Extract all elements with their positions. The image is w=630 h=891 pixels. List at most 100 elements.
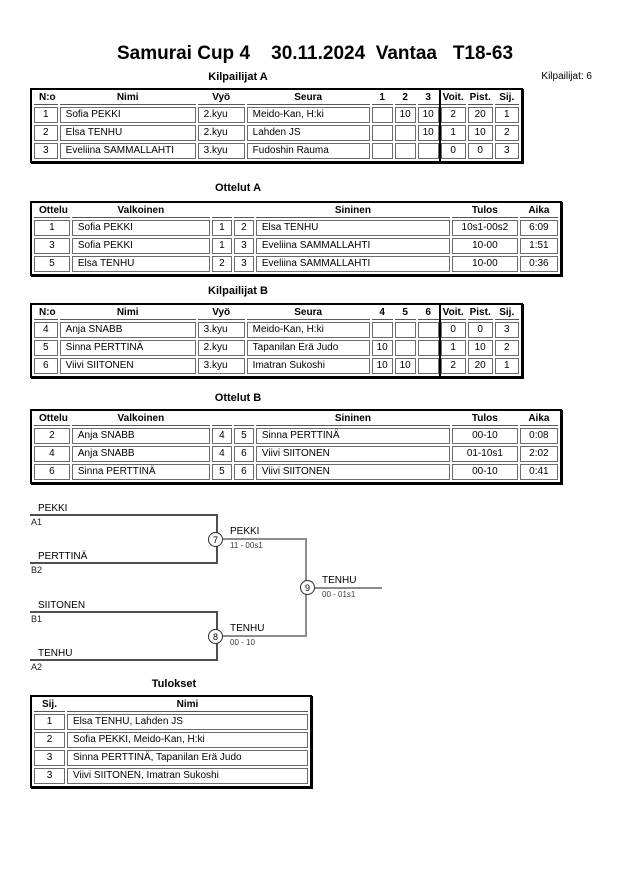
blue-name-cell: Elsa TENHU bbox=[255, 220, 450, 236]
table-row: 1 Sofia PEKKI 1 2 Elsa TENHU 10s1-00s2 6… bbox=[34, 220, 558, 236]
column-header: 2 bbox=[394, 92, 416, 105]
column-header: Voit. bbox=[440, 92, 466, 105]
column-header: Aika bbox=[519, 413, 558, 426]
match-score: 00 - 10 bbox=[230, 638, 255, 647]
blue-number-cell: 6 bbox=[233, 464, 254, 480]
placement-cell: 2 bbox=[494, 340, 519, 356]
placement-cell: 3 bbox=[494, 143, 519, 159]
wins-cell: 2 bbox=[440, 358, 466, 374]
blue-number-cell: 5 bbox=[233, 428, 254, 444]
blue-name-cell: Viivi SIITONEN bbox=[255, 446, 450, 462]
white-name-cell: Sofia PEKKI bbox=[71, 238, 210, 254]
ottelut-b-table: Ottelu Valkoinen Sininen Tulos Aika 2 An… bbox=[30, 409, 562, 484]
match-result-cell bbox=[417, 143, 439, 159]
result-name-cell: Sinna PERTTINÄ, Tapanilan Erä Judo bbox=[67, 750, 308, 766]
points-cell: 20 bbox=[467, 107, 493, 123]
time-cell: 6:09 bbox=[519, 220, 558, 236]
section-title-kilpailijat-b: Kilpailijat B bbox=[208, 285, 268, 297]
wins-cell: 1 bbox=[440, 125, 466, 141]
club-cell: Imatran Sukoshi bbox=[246, 358, 370, 374]
club-cell: Meido-Kan, H:ki bbox=[246, 107, 370, 123]
points-cell: 0 bbox=[467, 322, 493, 338]
column-header: Valkoinen bbox=[71, 413, 210, 426]
match-number-circle: 9 bbox=[300, 580, 315, 595]
bracket-winner-line bbox=[314, 587, 382, 589]
table-row: 1 Elsa TENHU, Lahden JS bbox=[34, 714, 308, 730]
competitor-name-cell: Elsa TENHU bbox=[59, 125, 196, 141]
placement-cell: 3 bbox=[34, 750, 65, 766]
bracket-winner-name: PEKKI bbox=[230, 526, 260, 537]
bracket-line bbox=[30, 611, 218, 613]
column-header: Tulos bbox=[451, 205, 518, 218]
points-cell: 0 bbox=[467, 143, 493, 159]
competitor-name-cell: Eveliina SAMMALLAHTI bbox=[59, 143, 196, 159]
bracket-line bbox=[30, 659, 218, 661]
blue-name-cell: Eveliina SAMMALLAHTI bbox=[255, 238, 450, 254]
section-title-ottelut-b: Ottelut B bbox=[214, 392, 262, 404]
result-cell: 01-10s1 bbox=[451, 446, 518, 462]
header-row: Sij. Nimi bbox=[34, 699, 308, 712]
time-cell: 2:02 bbox=[519, 446, 558, 462]
result-cell: 10-00 bbox=[451, 256, 518, 272]
bracket-seed-label: A2 bbox=[31, 662, 43, 672]
column-header: 1 bbox=[371, 92, 393, 105]
column-header: Voit. bbox=[440, 307, 466, 320]
bracket-winner-line bbox=[223, 635, 307, 637]
column-header: Seura bbox=[246, 307, 370, 320]
wins-cell: 0 bbox=[440, 143, 466, 159]
group-separator-line bbox=[439, 88, 441, 163]
placement-cell: 3 bbox=[34, 768, 65, 784]
match-number-cell: 1 bbox=[34, 220, 70, 236]
club-cell: Tapanilan Erä Judo bbox=[246, 340, 370, 356]
bracket-seed-label: B2 bbox=[31, 565, 43, 575]
header-row: N:o Nimi Vyö Seura 1 2 3 Voit. Pist. Sij… bbox=[34, 92, 519, 105]
column-header: Seura bbox=[246, 92, 370, 105]
bracket-winner-line bbox=[223, 538, 307, 540]
match-result-cell bbox=[417, 340, 439, 356]
wins-cell: 1 bbox=[440, 340, 466, 356]
belt-cell: 2.kyu bbox=[197, 125, 245, 141]
match-number-cell: 2 bbox=[34, 428, 70, 444]
bracket-seed-label: B1 bbox=[31, 614, 43, 624]
time-cell: 1:51 bbox=[519, 238, 558, 254]
white-number-cell: 5 bbox=[211, 464, 232, 480]
table-row: 5 Elsa TENHU 2 3 Eveliina SAMMALLAHTI 10… bbox=[34, 256, 558, 272]
table-row: 5 Sinna PERTTINÄ 2.kyu Tapanilan Erä Jud… bbox=[34, 340, 519, 356]
match-result-cell: 10 bbox=[417, 125, 439, 141]
belt-cell: 2.kyu bbox=[197, 340, 245, 356]
club-cell: Fudoshin Rauma bbox=[246, 143, 370, 159]
white-name-cell: Elsa TENHU bbox=[71, 256, 210, 272]
header-row: Ottelu Valkoinen Sininen Tulos Aika bbox=[34, 413, 558, 426]
time-cell: 0:41 bbox=[519, 464, 558, 480]
competitor-number-cell: 1 bbox=[34, 107, 58, 123]
points-cell: 10 bbox=[467, 125, 493, 141]
time-cell: 0:08 bbox=[519, 428, 558, 444]
result-name-cell: Viivi SIITONEN, Imatran Sukoshi bbox=[67, 768, 308, 784]
bracket-slot-name: PERTTINÄ bbox=[38, 551, 88, 562]
competitor-number-cell: 3 bbox=[34, 143, 58, 159]
bracket-line bbox=[30, 514, 218, 516]
belt-cell: 3.kyu bbox=[197, 358, 245, 374]
table-row: 6 Sinna PERTTINÄ 5 6 Viivi SIITONEN 00-1… bbox=[34, 464, 558, 480]
white-name-cell: Anja SNABB bbox=[71, 428, 210, 444]
competitor-name-cell: Viivi SIITONEN bbox=[59, 358, 196, 374]
section-title-tulokset: Tulokset bbox=[151, 678, 197, 690]
white-number-cell: 1 bbox=[211, 238, 232, 254]
belt-cell: 2.kyu bbox=[197, 107, 245, 123]
match-number-cell: 5 bbox=[34, 256, 70, 272]
white-number-cell: 4 bbox=[211, 428, 232, 444]
table-row: 2 Elsa TENHU 2.kyu Lahden JS 10 1 10 2 bbox=[34, 125, 519, 141]
placement-cell: 1 bbox=[494, 358, 519, 374]
column-header: Tulos bbox=[451, 413, 518, 426]
column-header: Sininen bbox=[255, 413, 450, 426]
column-header: Vyö bbox=[197, 92, 245, 105]
match-number-circle: 8 bbox=[208, 629, 223, 644]
bracket-seed-label: A1 bbox=[31, 517, 43, 527]
match-result-cell bbox=[371, 125, 393, 141]
match-result-cell: 10 bbox=[394, 107, 416, 123]
column-header: Vyö bbox=[197, 307, 245, 320]
column-header: Nimi bbox=[59, 307, 196, 320]
white-number-cell: 2 bbox=[211, 256, 232, 272]
blue-number-cell: 2 bbox=[233, 220, 254, 236]
